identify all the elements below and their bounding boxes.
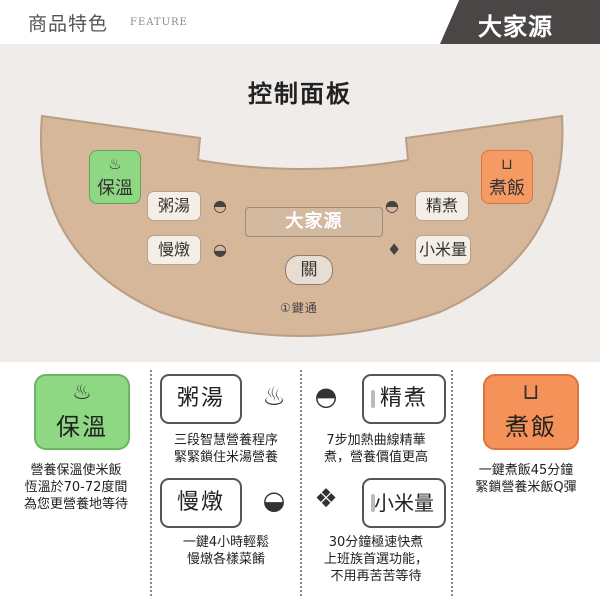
steam-icon: ♨ — [108, 155, 122, 173]
pot-icon: ◒ — [262, 486, 286, 516]
brand-logo: 大家源 — [440, 0, 600, 44]
congee-button[interactable]: 粥湯 — [160, 374, 242, 424]
panel-keep-warm-button[interactable]: ♨ 保溫 — [89, 150, 141, 204]
grain-icon: ❖ — [314, 484, 338, 514]
control-panel-section: 控制面板 ♨ 保溫 ⊔ 煮飯 粥湯 ◓ 慢燉 ◒ ◓ 精煮 ♦ 小米量 大家源 … — [0, 44, 600, 362]
panel-congee-button[interactable]: 粥湯 — [147, 191, 201, 221]
panel-fine-cook-button[interactable]: 精煮 — [415, 191, 469, 221]
steam-icon: ♨ — [72, 380, 92, 405]
divider — [300, 370, 302, 596]
keep-warm-description: 營養保溫使米飯 恆溫於70-72度間 為您更營養地等待 — [23, 463, 128, 512]
small-rice-button[interactable]: 小米量 — [362, 478, 446, 528]
pot-icon: ♨ — [262, 382, 286, 412]
small-rice-description: 30分鐘極速快煮 上班族首選功能， 不用再苦苦等待 — [323, 535, 428, 584]
panel-display-brand: 大家源 — [245, 207, 383, 237]
cook-rice-description: 一鍵煮飯45分鐘 緊鎖營養米飯Q彈 — [475, 463, 577, 495]
fine-cook-description: 7步加熱曲線精華 煮，營養價值更高 — [323, 433, 428, 465]
basket-icon: ⊔ — [522, 380, 540, 405]
page-title: 商品特色 — [28, 13, 109, 35]
features-section: ♨ 保溫 營養保溫使米飯 恆溫於70-72度間 為您更營養地等待 粥湯 ♨ 三段… — [0, 362, 600, 600]
basket-icon: ⊔ — [501, 155, 513, 173]
keep-warm-button[interactable]: ♨ 保溫 — [34, 374, 130, 450]
brand-name: 大家源 — [478, 13, 553, 41]
panel-small-rice-button[interactable]: 小米量 — [415, 235, 471, 265]
page-subtitle: FEATURE — [130, 17, 188, 28]
pot-icon: ◒ — [213, 240, 227, 259]
header: 商品特色 FEATURE 大家源 — [0, 0, 600, 44]
rice-bowl-icon: ◓ — [314, 382, 338, 412]
divider — [451, 370, 453, 596]
divider — [150, 370, 152, 596]
rice-bowl-icon: ◓ — [385, 196, 399, 215]
panel-cook-rice-button[interactable]: ⊔ 煮飯 — [481, 150, 533, 204]
fine-cook-button[interactable]: 精煮 — [362, 374, 446, 424]
stew-description: 一鍵4小時輕鬆 慢燉各樣菜餚 — [182, 535, 270, 567]
panel-stew-button[interactable]: 慢燉 — [147, 235, 201, 265]
cook-rice-button[interactable]: ⊔ 煮飯 — [483, 374, 579, 450]
panel-heading: 控制面板 — [248, 80, 352, 108]
panel-start-button[interactable]: 關 — [285, 255, 333, 285]
grain-icon: ♦ — [387, 240, 402, 259]
congee-description: 三段智慧營養程序 緊緊鎖住米湯營養 — [173, 433, 278, 465]
panel-slogan: ①鍵通 — [280, 301, 318, 315]
stew-button[interactable]: 慢燉 — [160, 478, 242, 528]
pot-icon: ◓ — [213, 196, 227, 215]
